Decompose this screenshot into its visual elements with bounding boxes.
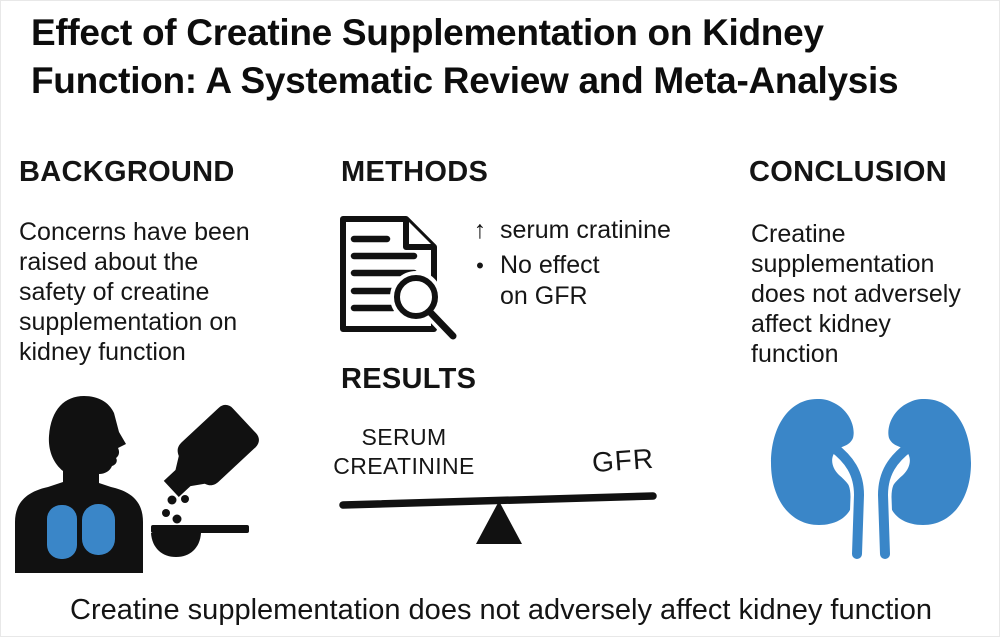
seesaw-balance-icon — [339, 492, 657, 544]
methods-finding-text: No effect — [500, 251, 600, 279]
powder-dots — [162, 480, 189, 524]
background-heading: BACKGROUND — [19, 156, 235, 188]
results-heading: RESULTS — [341, 363, 477, 395]
methods-finding-gfr: • No effect — [469, 250, 689, 281]
methods-finding-creatinine: ↑ serum cratinine — [469, 215, 689, 246]
magnifier-icon — [390, 271, 460, 343]
background-line: Concerns have been — [19, 218, 250, 246]
footer-takeaway: Creatine supplementation does not advers… — [70, 594, 932, 626]
lung-right-shape — [82, 504, 115, 555]
serum-label-line1: SERUM — [361, 424, 447, 450]
bullet-icon: • — [476, 253, 484, 278]
background-line: kidney function — [19, 338, 186, 366]
person-silhouette — [15, 396, 143, 573]
background-line: safety of creatine — [19, 278, 210, 306]
conclusion-line: Creatine — [751, 220, 846, 248]
page-title-line2: Function: A Systematic Review and Meta-A… — [31, 60, 899, 101]
lung-left-shape — [47, 505, 77, 559]
kidney-left-shape — [771, 399, 868, 562]
conclusion-heading: CONCLUSION — [749, 156, 947, 188]
conclusion-line: supplementation — [751, 250, 935, 278]
up-arrow-icon: ↑ — [473, 216, 487, 244]
page-title: Effect of Creatine Supplementation on Ki… — [31, 9, 991, 105]
conclusion-line: does not adversely — [751, 280, 961, 308]
conclusion-line: function — [751, 340, 839, 368]
kidney-right-shape — [874, 399, 971, 562]
background-body: Concerns have been raised about the safe… — [19, 217, 289, 367]
document-fold — [403, 219, 434, 250]
person-taking-creatine-icon — [15, 396, 259, 573]
page-title-line1: Effect of Creatine Supplementation on Ki… — [31, 12, 824, 53]
background-line: raised about the — [19, 248, 199, 276]
seesaw-fulcrum — [476, 501, 522, 544]
methods-heading: METHODS — [341, 156, 489, 188]
methods-findings: ↑ serum cratinine • No effect on GFR — [469, 215, 689, 312]
kidneys-icon — [771, 399, 971, 562]
document-magnifier-icon — [340, 216, 460, 343]
serum-creatinine-label: SERUM CREATININE — [328, 423, 480, 481]
spoon-icon — [151, 525, 249, 557]
seesaw-beam — [339, 492, 657, 509]
methods-finding-text-cont: on GFR — [500, 282, 588, 310]
background-line: supplementation on — [19, 308, 238, 336]
serum-label-line2: CREATININE — [333, 453, 475, 479]
conclusion-body: Creatine supplementation does not advers… — [751, 219, 986, 369]
methods-finding-text: serum cratinine — [500, 216, 671, 244]
supplement-bottle-icon — [163, 404, 259, 497]
conclusion-line: affect kidney — [751, 310, 891, 338]
document-text-lines — [350, 235, 418, 312]
